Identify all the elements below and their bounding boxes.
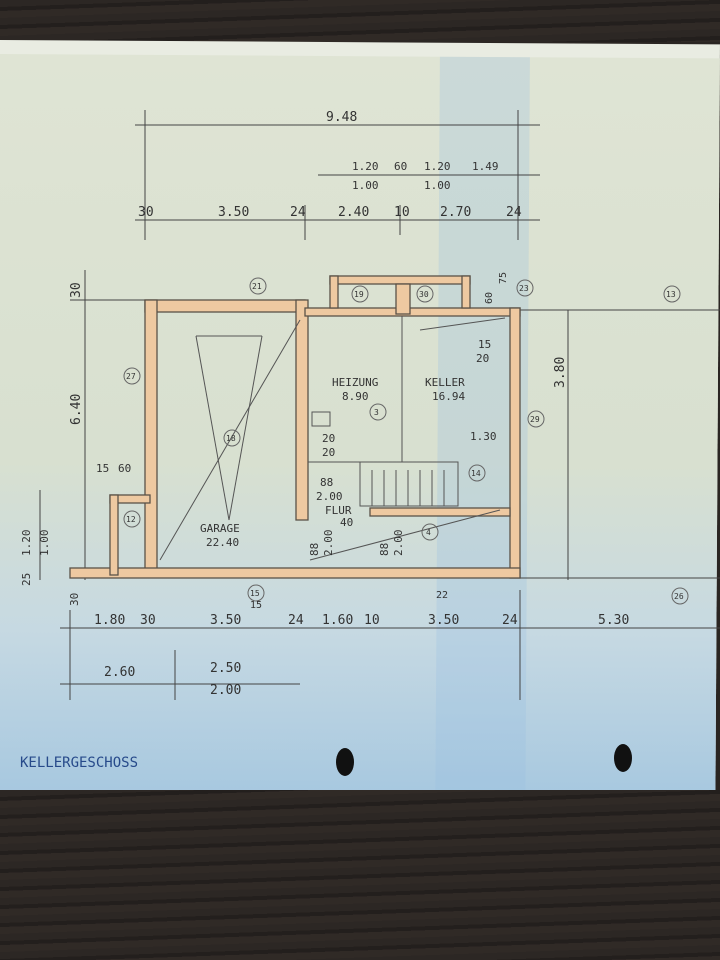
plan-details bbox=[159, 316, 506, 561]
punch-hole-left bbox=[336, 748, 354, 776]
dim-right-20: 20 bbox=[476, 352, 489, 365]
dim-bottom-7: 3.50 bbox=[428, 613, 459, 628]
marker-30: 30 bbox=[419, 290, 429, 299]
dim-left-15: 15 bbox=[96, 462, 109, 475]
marker-29: 29 bbox=[530, 415, 540, 424]
dim-top-a1: 1.20 bbox=[352, 160, 379, 173]
room-garage-name: GARAGE bbox=[200, 522, 240, 535]
marker-27: 27 bbox=[126, 372, 136, 381]
dim-top-3: 24 bbox=[290, 205, 306, 220]
dimension-lines bbox=[39, 110, 720, 700]
dim-right-75: 75 bbox=[498, 272, 509, 284]
dim-left-25: 25 bbox=[20, 573, 33, 586]
dim-door-88a: 88 bbox=[308, 543, 321, 556]
room-flur-name: FLUR bbox=[325, 504, 352, 517]
dim-left-30: 30 bbox=[69, 282, 84, 298]
dim-stair-88: 88 bbox=[320, 476, 333, 489]
walls bbox=[69, 275, 521, 579]
marker-21: 21 bbox=[252, 282, 262, 291]
dim-left-60: 60 bbox=[118, 462, 131, 475]
dim-bottom-5: 1.60 bbox=[322, 613, 353, 628]
dim-top-4: 2.40 bbox=[338, 205, 369, 220]
punch-hole-right bbox=[614, 744, 632, 772]
dim-top-7: 24 bbox=[506, 205, 522, 220]
marker-19: 19 bbox=[354, 290, 364, 299]
marker-23: 23 bbox=[519, 284, 529, 293]
marker-labels: 21 27 18 19 30 12 3 4 14 29 23 13 15 26 bbox=[126, 282, 684, 601]
dim-top-d: 1.49 bbox=[472, 160, 499, 173]
marker-4: 4 bbox=[426, 528, 431, 537]
room-heizung-area: 8.90 bbox=[342, 390, 369, 403]
plan-title: KELLERGESCHOSS bbox=[20, 755, 138, 771]
table-surface-bottom bbox=[0, 790, 720, 960]
dim-bottom2-1: 2.60 bbox=[104, 665, 135, 680]
dim-bottom-6: 10 bbox=[364, 613, 380, 628]
dim-right-130: 1.30 bbox=[470, 430, 497, 443]
room-labels: HEIZUNG 8.90 KELLER 16.94 GARAGE 22.40 F… bbox=[200, 338, 497, 556]
marker-26: 26 bbox=[674, 592, 684, 601]
dim-left-120: 1.20 bbox=[20, 530, 33, 557]
dim-lower-22: 22 bbox=[436, 590, 448, 601]
dim-top-6: 2.70 bbox=[440, 205, 471, 220]
top-dimensions: 9.48 1.20 1.00 60 1.20 1.00 1.49 30 3.50… bbox=[138, 110, 522, 220]
left-dimensions: 30 6.40 15 60 25 1.20 1.00 30 bbox=[20, 282, 131, 606]
dim-right-60: 60 bbox=[484, 292, 495, 304]
marker-18: 18 bbox=[226, 434, 236, 443]
marker-12: 12 bbox=[126, 515, 136, 524]
dim-lower-15: 15 bbox=[250, 600, 262, 611]
dim-top-2: 3.50 bbox=[218, 205, 249, 220]
dim-top-c1: 1.20 bbox=[424, 160, 451, 173]
marker-13: 13 bbox=[666, 290, 676, 299]
marker-3: 3 bbox=[374, 408, 379, 417]
dim-total-width: 9.48 bbox=[326, 110, 357, 125]
room-keller-name: KELLER bbox=[425, 376, 465, 389]
dim-bottom2-2b: 2.00 bbox=[210, 683, 241, 698]
dim-bottom2-2a: 2.50 bbox=[210, 661, 241, 676]
room-keller-area: 16.94 bbox=[432, 390, 465, 403]
dim-left-height: 6.40 bbox=[69, 394, 84, 425]
dim-heizung-20b: 20 bbox=[322, 446, 335, 459]
dim-right-height: 3.80 bbox=[553, 357, 568, 388]
dim-top-5: 10 bbox=[394, 205, 410, 220]
dim-right-15: 15 bbox=[478, 338, 491, 351]
dim-bottom-2: 30 bbox=[140, 613, 156, 628]
dim-bottom-1: 1.80 bbox=[94, 613, 125, 628]
marker-15: 15 bbox=[250, 589, 260, 598]
dim-bottom-3: 3.50 bbox=[210, 613, 241, 628]
dim-door-200b: 2.00 bbox=[392, 530, 405, 557]
room-garage-area: 22.40 bbox=[206, 536, 239, 549]
dim-bottom-4: 24 bbox=[288, 613, 304, 628]
marker-circles bbox=[123, 277, 689, 605]
right-dimensions: 3.80 60 75 bbox=[484, 272, 568, 388]
dim-stair-200: 2.00 bbox=[316, 490, 343, 503]
room-flur-area: 40 bbox=[340, 516, 353, 529]
dim-top-c2: 1.00 bbox=[424, 179, 451, 192]
dim-door-200a: 2.00 bbox=[322, 530, 335, 557]
room-heizung-name: HEIZUNG bbox=[332, 376, 378, 389]
dim-top-b: 60 bbox=[394, 160, 407, 173]
dim-door-88b: 88 bbox=[378, 543, 391, 556]
dim-bottom-30: 30 bbox=[68, 593, 81, 606]
dim-top-1: 30 bbox=[138, 205, 154, 220]
dim-bottom-9: 5.30 bbox=[598, 613, 629, 628]
dim-top-a2: 1.00 bbox=[352, 179, 379, 192]
table-surface-top bbox=[0, 0, 720, 42]
dim-bottom-8: 24 bbox=[502, 613, 518, 628]
dim-left-100: 1.00 bbox=[38, 530, 51, 557]
bottom-dimensions: 1.80 30 3.50 24 1.60 10 3.50 24 5.30 2.6… bbox=[94, 590, 629, 698]
dim-heizung-20a: 20 bbox=[322, 432, 335, 445]
marker-14: 14 bbox=[471, 469, 481, 478]
